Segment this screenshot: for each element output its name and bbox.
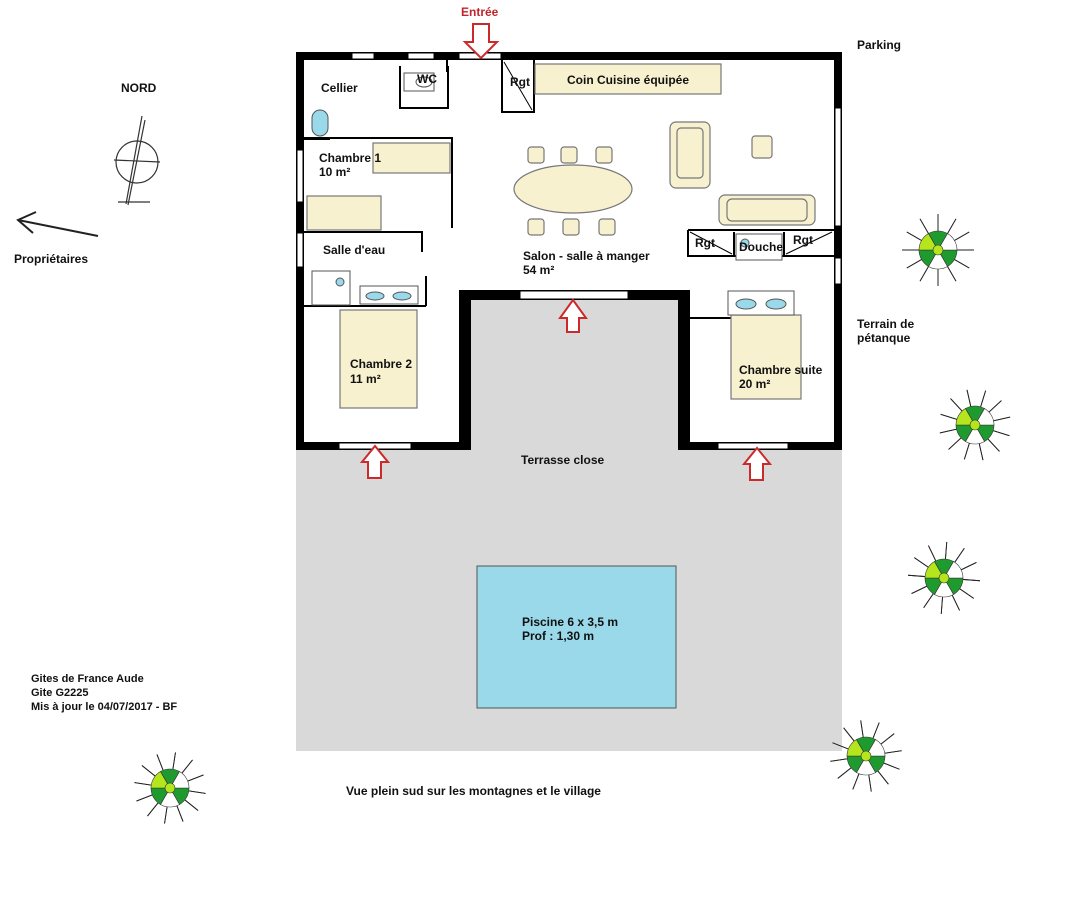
- chambre2-name: Chambre 2: [350, 357, 413, 371]
- gites-label-2: Gite G2225: [31, 687, 89, 699]
- partitions: [304, 60, 834, 319]
- arrow-suite: [741, 446, 773, 481]
- rgt-label-1: Rgt: [510, 75, 530, 89]
- tree-icon: [908, 542, 980, 614]
- rgt-label-2: Rgt: [695, 236, 715, 250]
- terrain-label-2: pétanque: [857, 331, 911, 345]
- salon-area: 54 m²: [523, 263, 555, 277]
- tree-icon: [830, 720, 902, 792]
- parking-label: Parking: [857, 38, 902, 52]
- chambre1-name: Chambre 1: [319, 151, 382, 165]
- access-arrows: [359, 23, 773, 481]
- trees: [134, 214, 1011, 824]
- pool-label-1: Piscine 6 x 3,5 m: [522, 615, 619, 629]
- wc-label: WC: [417, 72, 437, 86]
- view-label: Vue plein sud sur les montagnes et le vi…: [346, 784, 601, 798]
- kitchen-counter: [534, 63, 722, 95]
- chambre2-area: 11 m²: [350, 372, 381, 386]
- cellier-label: Cellier: [321, 81, 358, 95]
- sanitary: [311, 72, 795, 316]
- suite-area: 20 m²: [739, 377, 771, 391]
- owners-arrow-icon: [16, 211, 99, 237]
- suite-name: Chambre suite: [739, 363, 823, 377]
- pool: [476, 565, 677, 709]
- owners-label: Propriétaires: [14, 252, 89, 266]
- tree-icon: [939, 389, 1011, 461]
- salle-eau-label: Salle d'eau: [323, 243, 386, 257]
- arrow-chambre2: [359, 444, 391, 479]
- douche-label: Douche: [739, 240, 784, 254]
- entrance-arrow: [462, 23, 500, 60]
- terrace-label: Terrasse close: [521, 453, 605, 467]
- kitchen-label: Coin Cuisine équipée: [567, 73, 690, 87]
- windows: [296, 52, 842, 450]
- arrow-salon: [558, 298, 588, 333]
- terrain-label-1: Terrain de: [857, 317, 915, 331]
- tree-icon: [134, 752, 206, 824]
- rgt-label-3: Rgt: [793, 233, 813, 247]
- salon-name: Salon - salle à manger: [523, 249, 650, 263]
- compass-icon: [113, 115, 161, 206]
- furniture: [306, 63, 816, 409]
- north-label: NORD: [121, 81, 157, 95]
- gites-label-3: Mis à jour le 04/07/2017 - BF: [31, 701, 178, 713]
- gites-label-1: Gites de France Aude: [31, 673, 144, 685]
- tree-icon: [902, 214, 974, 286]
- chambre1-area: 10 m²: [319, 165, 351, 179]
- pool-label-2: Prof : 1,30 m: [522, 629, 595, 643]
- entrance-label: Entrée: [461, 5, 499, 19]
